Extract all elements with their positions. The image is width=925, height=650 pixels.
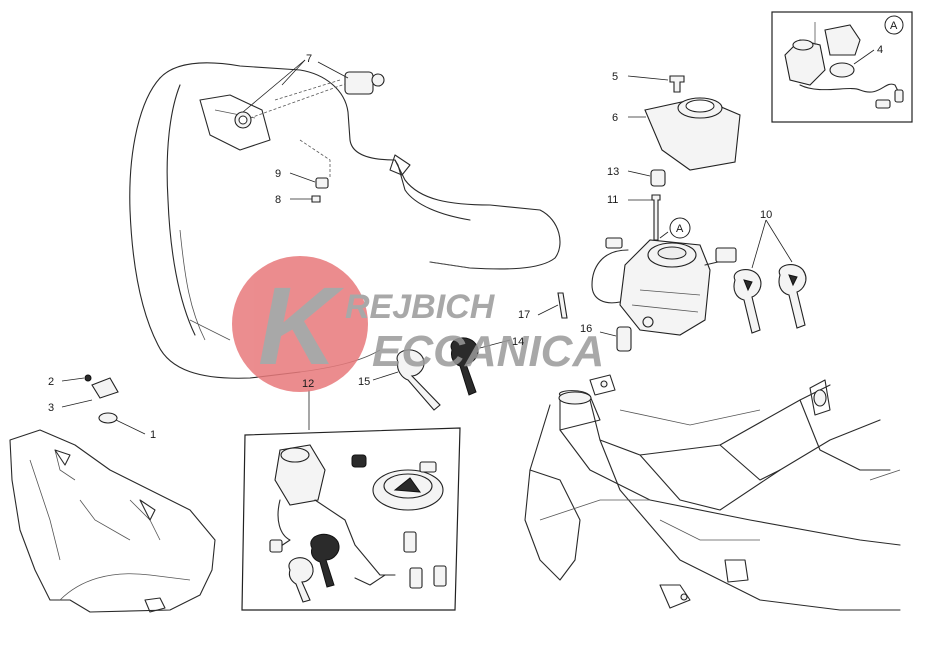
part-17-pin xyxy=(537,292,568,319)
fairing-shell xyxy=(129,62,561,379)
part-2-screw xyxy=(84,374,92,382)
ignition-switch-group xyxy=(591,75,807,352)
part-5-bolt xyxy=(669,75,685,93)
callout-15: 15 xyxy=(358,376,370,388)
callout-13: 13 xyxy=(607,166,619,178)
callout-12: 12 xyxy=(302,378,314,390)
part-14-key xyxy=(450,337,479,396)
kit-frame xyxy=(241,427,461,611)
parts-1-3 xyxy=(61,374,146,435)
side-panel xyxy=(9,429,216,613)
part-8-screw xyxy=(311,195,321,203)
connector-left xyxy=(605,237,623,249)
detail-a-marker xyxy=(669,217,691,239)
callout-4: 4 xyxy=(877,44,883,56)
watermark-line-1: REJBICH xyxy=(345,288,496,326)
kit-key-dark xyxy=(310,533,340,588)
part-15-key xyxy=(396,349,441,411)
callout-9: 9 xyxy=(275,168,281,180)
callout-11: 11 xyxy=(607,194,618,206)
kit-key-light xyxy=(288,557,314,603)
part-7-lock-assembly xyxy=(234,59,385,178)
watermark: K REJBICH ECCANICA xyxy=(232,256,604,392)
connector-right xyxy=(715,247,737,263)
callout-10: 10 xyxy=(760,209,772,221)
watermark-circle xyxy=(232,256,368,392)
watermark-logo-letter: K xyxy=(258,265,345,388)
callout-1: 1 xyxy=(150,429,156,441)
keys-14-15 xyxy=(372,337,511,411)
callout-5: 5 xyxy=(612,71,618,83)
callout-8: 8 xyxy=(275,194,281,206)
part-10-keys xyxy=(733,219,807,334)
callout-14: 14 xyxy=(512,336,524,348)
callout-7: 7 xyxy=(306,53,312,65)
kit-grommet xyxy=(351,454,367,468)
callout-16: 16 xyxy=(580,323,592,335)
part-4-ring xyxy=(829,62,855,78)
part-3-bracket xyxy=(91,377,119,399)
callout-17: 17 xyxy=(518,309,530,321)
part-1-grommet xyxy=(98,412,118,424)
part-8-9-fasteners xyxy=(289,172,329,203)
callout-6: 6 xyxy=(612,112,618,124)
callout-3: 3 xyxy=(48,402,54,414)
callout-labels: 1 2 3 4 5 6 7 8 9 10 11 12 13 14 15 16 1… xyxy=(48,20,898,441)
part-11-screw xyxy=(651,194,661,241)
part-13-spacer xyxy=(650,169,666,187)
callout-2: 2 xyxy=(48,376,54,388)
part-16-sleeve xyxy=(616,326,632,352)
watermark-line-2: ECCANICA xyxy=(372,327,604,376)
detail-marker-label: A xyxy=(676,223,684,235)
part-9-nut xyxy=(315,177,329,189)
detail-inset-a xyxy=(771,11,913,123)
part-12-kit xyxy=(241,390,461,611)
inset-marker-label: A xyxy=(890,20,898,32)
inset-a-badge xyxy=(884,15,904,35)
part-7-lock-body xyxy=(344,71,374,95)
frame xyxy=(524,374,901,611)
